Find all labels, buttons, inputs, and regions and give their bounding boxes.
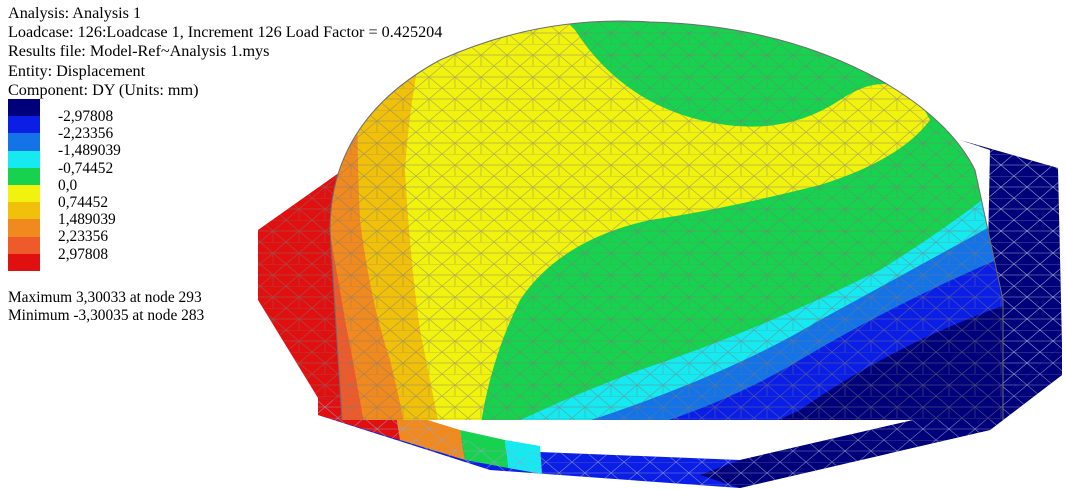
legend-swatch [8, 202, 40, 220]
plate-front-rim [318, 345, 1062, 488]
result-header: Analysis: Analysis 1 Loadcase: 126:Loadc… [8, 4, 442, 100]
legend-label: -0,74452 [58, 159, 114, 177]
legend-label: -2,23356 [58, 125, 114, 143]
legend-swatch [8, 99, 40, 117]
legend-swatch [8, 253, 40, 271]
legend-swatch [8, 219, 40, 237]
entity-info: Entity: Displacement [8, 61, 146, 80]
legend-swatch [8, 236, 40, 254]
legend-label: 1,489039 [58, 211, 116, 229]
extrema-info: Maximum 3,30033 at node 293 Minimum -3,3… [8, 289, 204, 326]
legend-label: 0,74452 [58, 193, 109, 211]
legend-label: 0,0 [58, 176, 78, 194]
legend-swatch [8, 167, 40, 185]
component-info: Component: DY (Units: mm) [8, 80, 199, 99]
results-file: Results file: Model-Ref~Analysis 1.mys [8, 42, 270, 61]
legend-swatch [8, 116, 40, 134]
loadcase-info: Loadcase: 126:Loadcase 1, Increment 126 … [8, 23, 443, 42]
legend-label: -2,97808 [58, 108, 114, 125]
legend-label: 2,97808 [58, 245, 109, 263]
minimum-value: Minimum -3,30035 at node 283 [8, 307, 205, 325]
maximum-value: Maximum 3,30033 at node 293 [8, 289, 202, 306]
legend-swatch [8, 150, 40, 168]
legend-swatch [8, 184, 40, 203]
legend-swatch [8, 133, 40, 151]
legend-label: 2,23356 [58, 228, 109, 246]
analysis-name: Analysis: Analysis 1 [8, 4, 142, 22]
legend-label: -1,489039 [58, 142, 121, 160]
plate-right-side [960, 140, 1062, 400]
